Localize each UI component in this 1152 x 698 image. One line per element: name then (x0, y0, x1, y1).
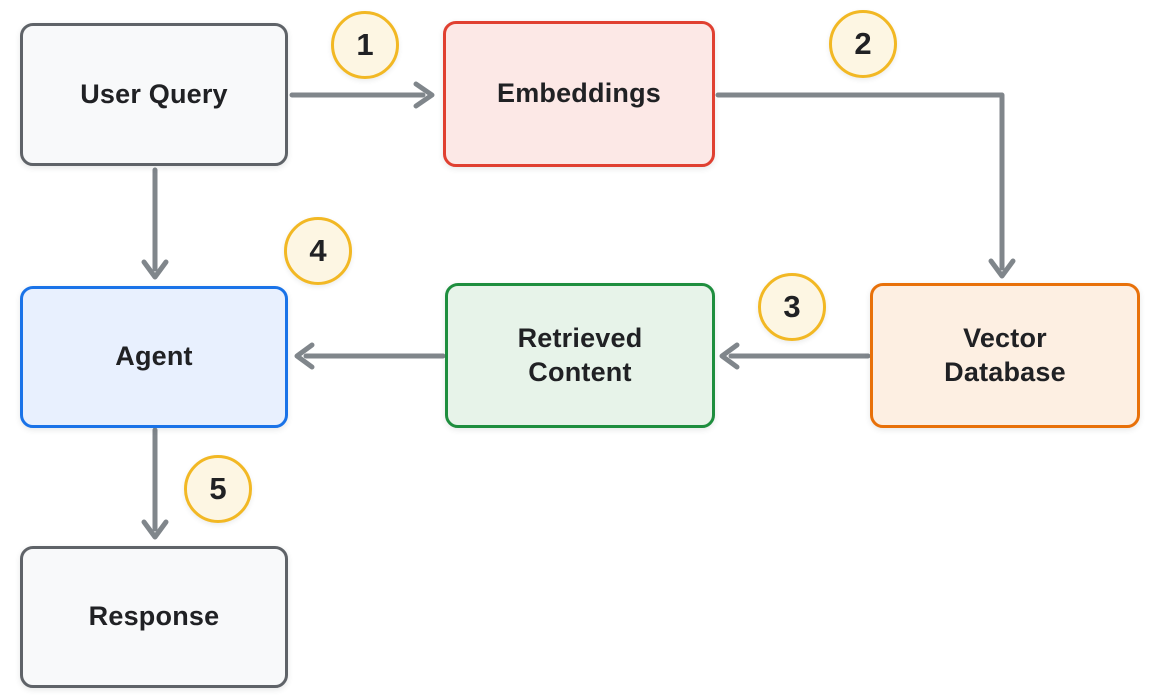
arrowhead-down-icon (988, 258, 1016, 279)
edge-user-query-to-embeddings (289, 81, 435, 109)
node-user-query: User Query (20, 23, 288, 166)
node-response: Response (20, 546, 288, 688)
step-badge-2: 2 (829, 10, 897, 78)
step-badge-1-number: 1 (356, 27, 374, 62)
node-retrieved-content: Retrieved Content (445, 283, 715, 428)
step-badge-3-number: 3 (783, 289, 801, 324)
node-agent-label: Agent (115, 341, 193, 372)
edge-embeddings-to-vector-database (715, 92, 1016, 279)
node-agent: Agent (20, 286, 288, 428)
step-badge-1: 1 (331, 11, 399, 79)
arrowhead-down-icon (141, 259, 169, 280)
node-embeddings-label: Embeddings (496, 78, 661, 109)
node-vector-database-label: Vector Database (944, 322, 1066, 387)
edge-user-query-to-agent (141, 167, 169, 280)
arrowhead-right-icon (413, 81, 435, 109)
node-user-query-label: User Query (80, 78, 228, 109)
step-badge-5: 5 (184, 455, 252, 523)
step-badge-4: 4 (284, 217, 352, 285)
arrowhead-down-icon (141, 519, 169, 540)
edge-retrieved-content-to-agent (294, 342, 446, 370)
node-retrieved-content-label: Retrieved Content (517, 322, 643, 387)
node-vector-database: Vector Database (870, 283, 1140, 428)
step-badge-5-number: 5 (209, 471, 227, 506)
step-badge-4-number: 4 (309, 233, 327, 268)
step-badge-3: 3 (758, 273, 826, 341)
node-embeddings: Embeddings (443, 21, 715, 167)
step-badge-2-number: 2 (854, 26, 872, 61)
edge-vector-database-to-retrieved-content (719, 342, 871, 370)
node-response-label: Response (88, 601, 220, 632)
arrowhead-left-icon (719, 342, 740, 370)
arrowhead-left-icon (294, 342, 315, 370)
edge-agent-to-response (141, 427, 169, 540)
